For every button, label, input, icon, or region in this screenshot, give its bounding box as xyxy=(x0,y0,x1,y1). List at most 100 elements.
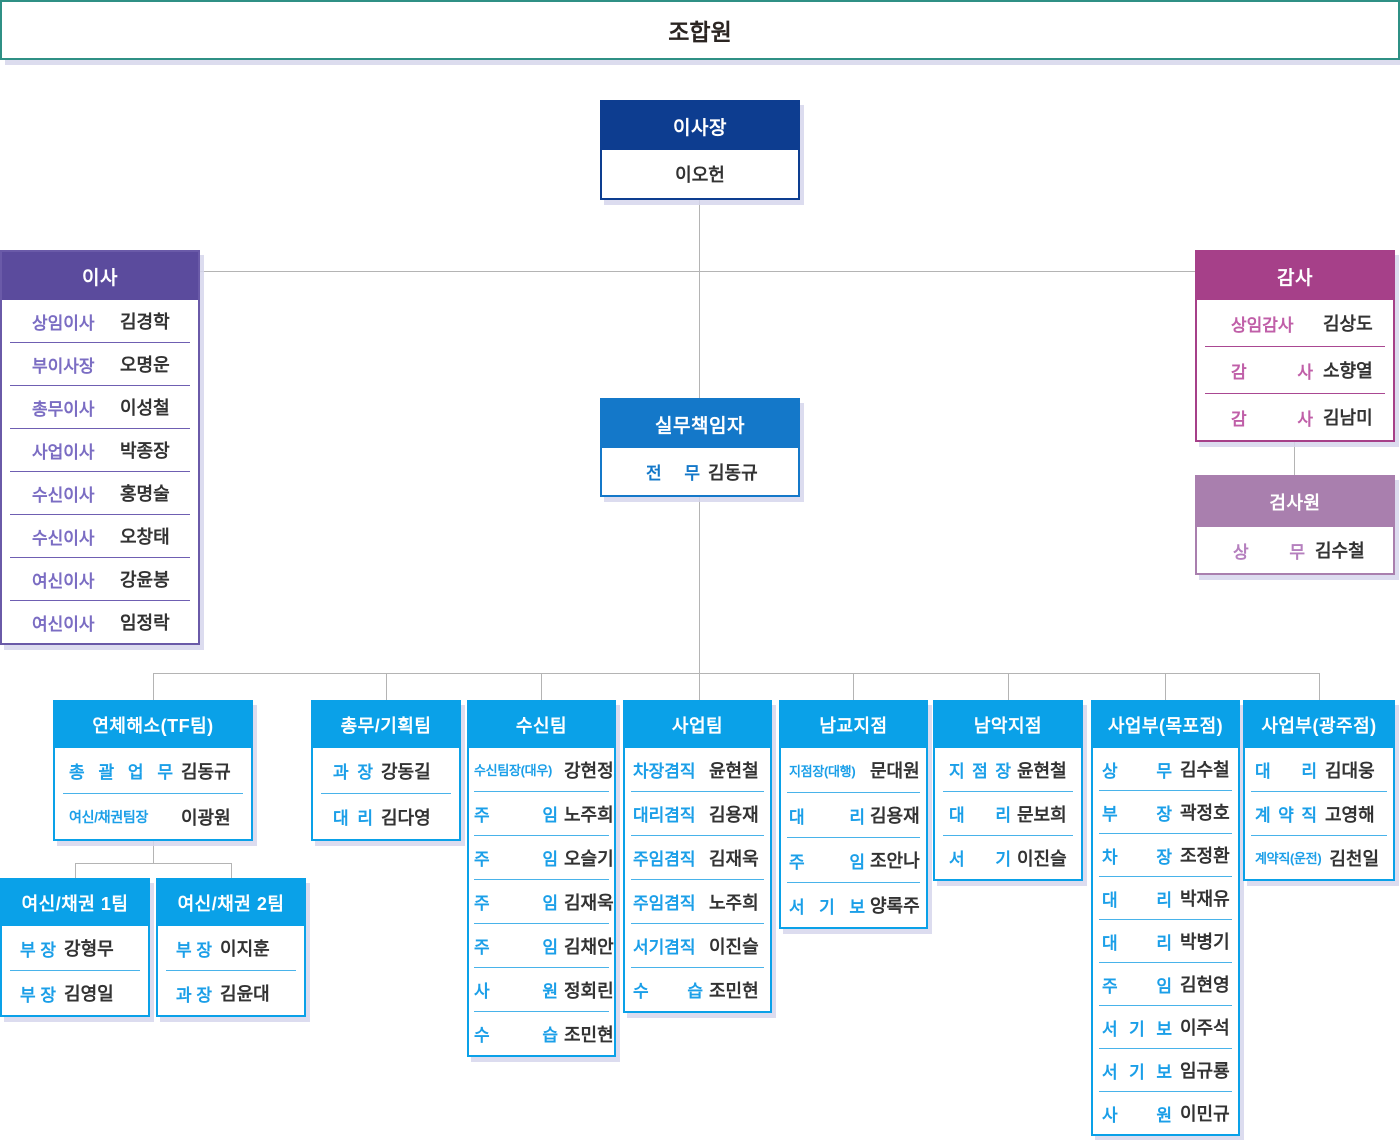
person-row: 과 장 강동길 xyxy=(321,748,451,794)
person-row: 상임이사 김경학 xyxy=(10,300,190,343)
person-name: 김채안 xyxy=(564,936,614,957)
connector-auditors-inspector xyxy=(1294,440,1295,475)
person-row: 주 임 오슬기 xyxy=(474,836,614,880)
person-name: 이성철 xyxy=(120,398,170,418)
person-row: 상 무 김수철 xyxy=(1205,527,1385,573)
connector-stub-t8 xyxy=(1319,673,1320,700)
position-label: 서기겸직 xyxy=(633,938,696,957)
connector-stub-loan2 xyxy=(231,863,232,878)
team-general-affairs-box: 총무/기획팀 과 장 강동길 대 리 김다영 xyxy=(311,700,461,841)
connector-stub-t2 xyxy=(386,673,387,700)
person-name: 곽정호 xyxy=(1180,803,1230,823)
team-header: 사업부(목포점) xyxy=(1093,702,1238,748)
person-name: 정회린 xyxy=(564,980,614,1001)
position-label: 계 약 직 xyxy=(1255,806,1317,825)
person-name: 노주희 xyxy=(709,892,759,913)
person-row: 사 원 이민규 xyxy=(1099,1092,1232,1134)
position-label: 상 무 xyxy=(1233,542,1305,562)
team-header: 수신팀 xyxy=(469,702,614,748)
person-row: 계 약 직 고영해 xyxy=(1251,792,1387,836)
person-name: 조민현 xyxy=(564,1024,614,1045)
person-name: 김용재 xyxy=(870,806,920,826)
person-row: 차장겸직 윤현철 xyxy=(631,748,764,792)
position-label: 부 장 xyxy=(1102,804,1172,824)
person-name: 양록주 xyxy=(870,896,920,916)
person-name: 오슬기 xyxy=(564,848,614,869)
position-label: 주 임 xyxy=(474,938,558,957)
person-row: 계약직(운전) 김천일 xyxy=(1251,836,1387,879)
connector-loan-horizontal xyxy=(75,863,232,864)
auditors-header: 감사 xyxy=(1197,252,1393,300)
team-rows: 지점장(대행) 문대원 대 리 김용재 주 임 조안나 서 기 보 양록주 xyxy=(781,748,926,927)
connector-bottom-horizontal xyxy=(153,673,1320,674)
person-name: 조민현 xyxy=(709,980,759,1001)
position-label: 차장겸직 xyxy=(633,762,696,781)
person-name: 박재유 xyxy=(1180,889,1230,909)
person-row: 대 리 박병기 xyxy=(1099,920,1232,963)
person-name: 이주석 xyxy=(1180,1018,1230,1038)
person-row: 과 장 김윤대 xyxy=(166,971,296,1015)
person-row: 대 리 박재유 xyxy=(1099,877,1232,920)
connector-stub-t5 xyxy=(853,673,854,700)
person-name: 박종장 xyxy=(120,441,170,461)
person-name: 김다영 xyxy=(381,807,431,828)
position-label: 수 습 xyxy=(474,1026,558,1045)
loan-team-2-box: 여신/채권 2팀 부 장 이지훈 과 장 김윤대 xyxy=(156,878,306,1017)
person-row: 대 리 문보희 xyxy=(943,792,1073,836)
position-label: 여신/채권팀장 xyxy=(69,808,149,825)
position-label: 부 장 xyxy=(20,985,57,1005)
position-label: 사 원 xyxy=(474,982,558,1001)
position-label: 부이사장 xyxy=(32,356,95,376)
position-label: 주 임 xyxy=(474,894,558,913)
chairman-name: 이오헌 xyxy=(675,165,725,185)
person-row: 부 장 곽정호 xyxy=(1099,791,1232,834)
person-row: 서기겸직 이진슬 xyxy=(631,924,764,968)
team-rows: 차장겸직 윤현철 대리겸직 김용재 주임겸직 김재욱 주임겸직 노주희 서기겸직… xyxy=(625,748,770,1011)
person-name: 임정락 xyxy=(120,613,170,633)
position-label: 대 리 xyxy=(1102,933,1172,953)
person-name: 김현영 xyxy=(1180,975,1230,995)
person-row: 대 리 김대웅 xyxy=(1251,748,1387,792)
person-name: 김동규 xyxy=(181,761,231,782)
person-name: 김용재 xyxy=(709,804,759,825)
inspector-header: 검사원 xyxy=(1197,477,1393,527)
team-rows: 부 장 강형무 부 장 김영일 xyxy=(2,926,148,1015)
executive-header: 실무책임자 xyxy=(602,400,798,448)
person-row: 주 임 노주희 xyxy=(474,792,614,836)
members-bar: 조합원 xyxy=(0,0,1400,60)
person-row: 사 원 정회린 xyxy=(474,968,614,1012)
person-row: 부 장 김영일 xyxy=(10,971,140,1015)
person-row: 대 리 김용재 xyxy=(787,793,920,838)
person-row: 전 무 김동규 xyxy=(610,448,790,495)
person-name: 김윤대 xyxy=(220,984,270,1004)
team-header: 여신/채권 1팀 xyxy=(2,880,148,926)
position-label: 주 임 xyxy=(474,806,558,825)
position-label: 과 장 xyxy=(176,985,213,1005)
team-rows: 과 장 강동길 대 리 김다영 xyxy=(313,748,459,839)
division-mokpo-box: 사업부(목포점) 상 무 김수철 부 장 곽정호 차 장 조정환 대 리 박재유 xyxy=(1091,700,1240,1136)
team-header: 남악지점 xyxy=(935,702,1081,748)
person-name: 박병기 xyxy=(1180,932,1230,952)
team-header: 남교지점 xyxy=(781,702,926,748)
team-deposit-box: 수신팀 수신팀장(대우) 강현정 주 임 노주희 주 임 오슬기 주 임 김재욱 xyxy=(467,700,616,1057)
team-delinquency-tf-box: 연체해소(TF팀) 총 괄 업 무 김동규 여신/채권팀장 이광원 xyxy=(53,700,253,841)
position-label: 부 장 xyxy=(176,940,213,960)
team-business-box: 사업팀 차장겸직 윤현철 대리겸직 김용재 주임겸직 김재욱 주임겸직 노주희 xyxy=(623,700,772,1013)
person-name: 김수철 xyxy=(1315,541,1365,561)
person-row: 부 장 강형무 xyxy=(10,926,140,971)
person-name: 임규룡 xyxy=(1180,1061,1230,1081)
person-row: 지 점 장 윤현철 xyxy=(943,748,1073,792)
position-label: 수 습 xyxy=(633,982,703,1001)
person-row: 서 기 보 이주석 xyxy=(1099,1006,1232,1049)
person-row: 주 임 김재욱 xyxy=(474,880,614,924)
person-row: 상 무 김수철 xyxy=(1099,748,1232,791)
person-name: 소향열 xyxy=(1323,361,1373,381)
person-row: 총 괄 업 무 김동규 xyxy=(63,748,243,794)
person-name: 오창태 xyxy=(120,527,170,547)
position-label: 상임감사 xyxy=(1231,315,1294,335)
loan-team-1-box: 여신/채권 1팀 부 장 강형무 부 장 김영일 xyxy=(0,878,150,1017)
person-name: 이진슬 xyxy=(709,936,759,957)
person-row: 수 습 조민현 xyxy=(474,1012,614,1055)
team-header: 사업부(광주점) xyxy=(1245,702,1393,748)
person-name: 김영일 xyxy=(64,984,114,1004)
